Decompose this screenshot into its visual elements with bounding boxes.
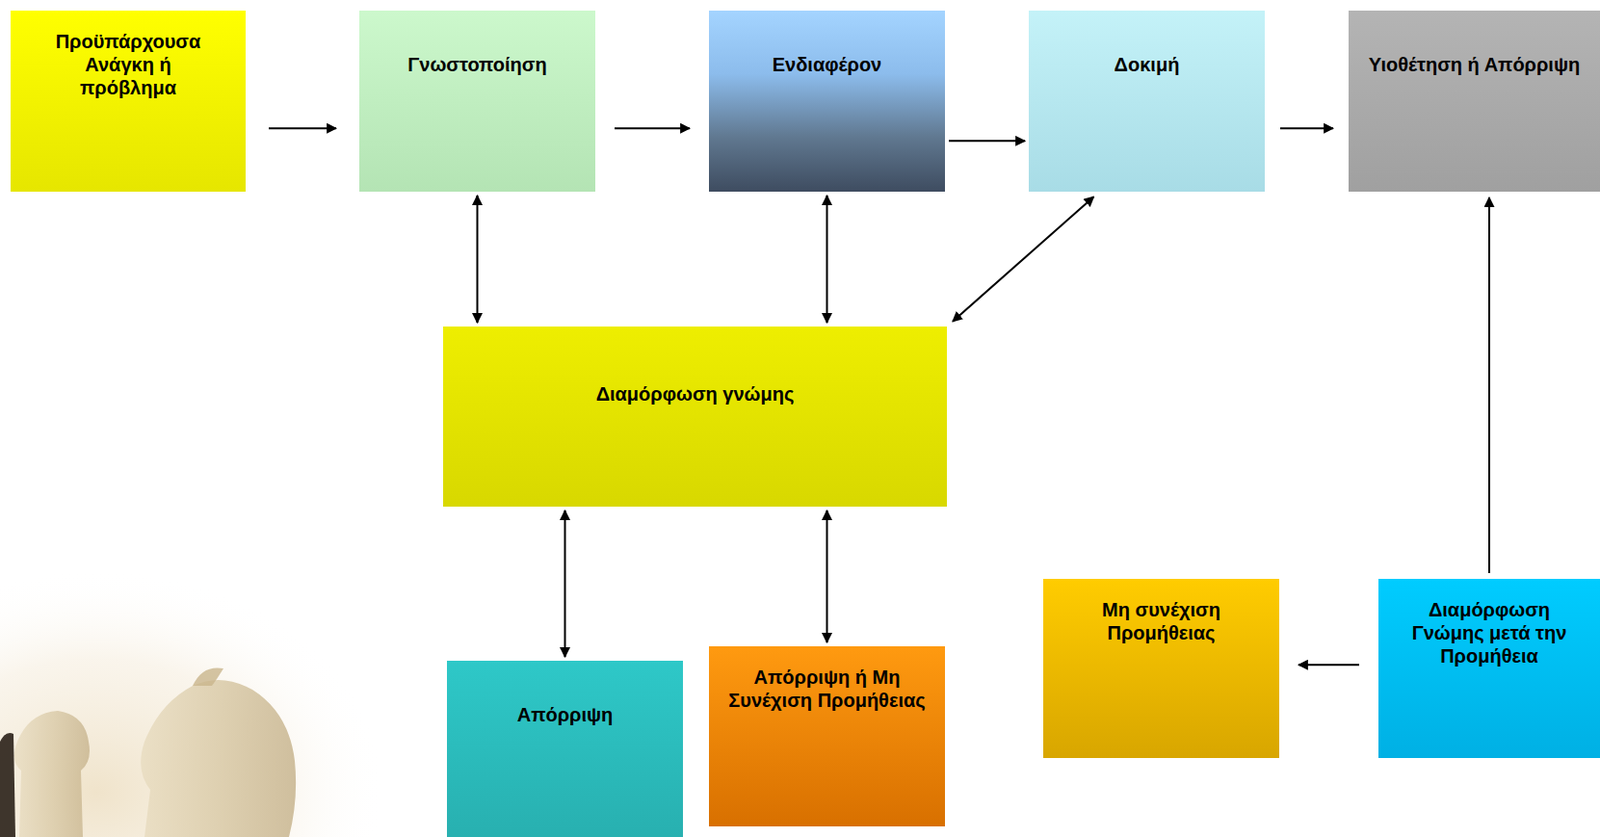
pawn-piece [14,710,90,837]
knight-piece [140,680,296,837]
node-label: Υιοθέτηση ή Απόρριψη [1367,52,1581,77]
trial-box: Δοκιμή [1028,10,1265,192]
node-label: Μη συνέχιση Προμήθειας [1062,598,1260,645]
adoption-box: Υιοθέτηση ή Απόρριψη [1348,10,1600,192]
connector-arrow [1280,127,1334,130]
node-label: Προϋπάρχουσα Ανάγκη ή πρόβλημα [39,29,217,100]
interest-box: Ενδιαφέρον [708,10,945,192]
node-label: Απόρριψη [460,703,670,727]
node-label: Διαμόρφωση Γνώμης μετά την Προμήθεια [1391,598,1587,668]
discontinue-box: Απόρριψη ή Μη Συνέχιση Προμήθειας [708,646,945,827]
connector-arrow [564,510,567,657]
no-continue-box: Μη συνέχιση Προμήθειας [1043,578,1280,759]
node-label: Ενδιαφέρον [722,52,932,77]
opinion-box: Διαμόρφωση γνώμης [443,326,947,507]
connector-arrow [1298,663,1360,666]
rejection-box: Απόρριψη [446,660,683,837]
connector-arrow [826,195,829,323]
node-label: Διαμόρφωση γνώμης [462,382,928,406]
node-label: Δοκιμή [1042,52,1252,77]
need-box: Προϋπάρχουσα Ανάγκη ή πρόβλημα [10,10,246,192]
connector-arrow [952,196,1095,321]
connector-arrow [268,127,337,130]
post-opinion-box: Διαμόρφωση Γνώμης μετά την Προμήθεια [1378,578,1600,759]
connector-arrow [826,510,829,643]
knight-ear [192,667,224,686]
dark-piece [0,733,16,837]
connector-arrow [1488,197,1491,574]
awareness-box: Γνωστοποίηση [359,10,596,192]
node-label: Γνωστοποίηση [372,52,582,77]
illustration-ground [0,539,386,837]
node-label: Απόρριψη ή Μη Συνέχιση Προμήθειας [722,665,932,712]
connector-arrow [948,139,1025,142]
connector-arrow [614,127,690,130]
connector-arrow [476,195,479,323]
